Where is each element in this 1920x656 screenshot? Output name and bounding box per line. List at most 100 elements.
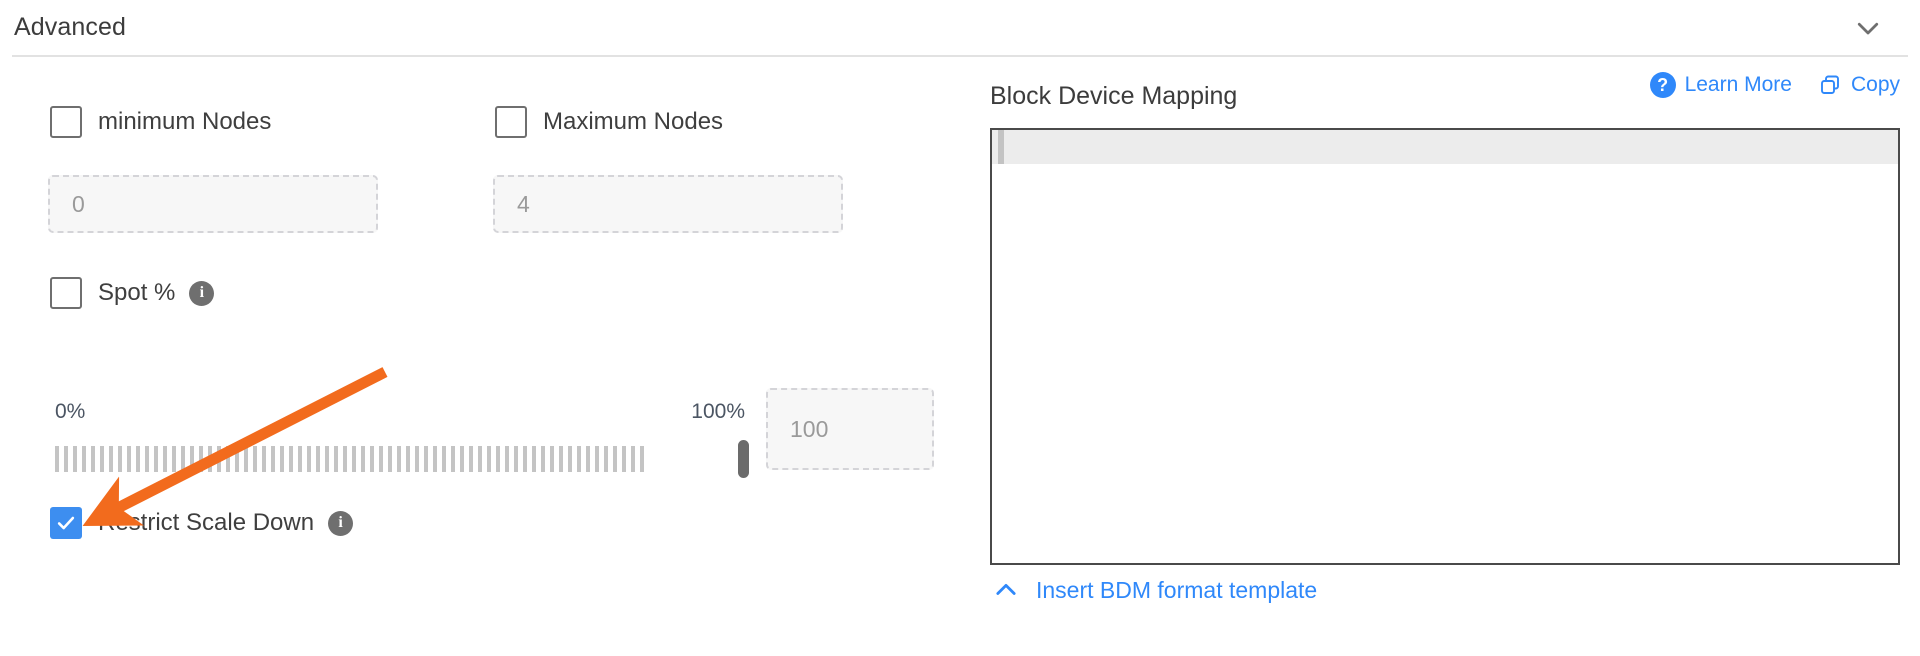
slider-tick xyxy=(316,446,320,472)
restrict-scale-down-checkbox[interactable] xyxy=(50,507,82,539)
spot-percent-checkbox[interactable] xyxy=(50,277,82,309)
spot-percent-slider[interactable] xyxy=(55,440,749,478)
slider-tick xyxy=(109,446,113,472)
bdm-header-actions: ? Learn More Copy xyxy=(1649,72,1900,98)
slider-tick xyxy=(442,446,446,472)
slider-tick xyxy=(352,446,356,472)
slider-tick xyxy=(343,446,347,472)
minimum-nodes-label: minimum Nodes xyxy=(98,108,272,135)
slider-tick xyxy=(622,446,626,472)
slider-tick xyxy=(334,446,338,472)
slider-tick xyxy=(235,446,239,472)
spot-percent-row: Spot % i xyxy=(50,277,215,309)
slider-tick xyxy=(550,446,554,472)
slider-tick xyxy=(541,446,545,472)
spot-percent-info-icon[interactable]: i xyxy=(189,280,215,306)
slider-tick xyxy=(82,446,86,472)
editor-gutter-marker xyxy=(998,130,1004,164)
minimum-nodes-input-value: 0 xyxy=(72,190,85,217)
slider-tick xyxy=(181,446,185,472)
slider-tick xyxy=(406,446,410,472)
slider-tick xyxy=(532,446,536,472)
slider-tick xyxy=(595,446,599,472)
slider-tick xyxy=(370,446,374,472)
learn-more-label: Learn More xyxy=(1684,73,1792,96)
slider-tick xyxy=(577,446,581,472)
slider-tick xyxy=(127,446,131,472)
slider-tick xyxy=(145,446,149,472)
insert-bdm-template-link[interactable]: Insert BDM format template xyxy=(992,576,1317,604)
slider-tick xyxy=(496,446,500,472)
block-device-mapping-panel: Block Device Mapping ? Learn More Copy xyxy=(990,70,1920,603)
chevron-down-icon xyxy=(1857,22,1879,35)
slider-tick xyxy=(325,446,329,472)
slider-thumb[interactable] xyxy=(738,440,749,478)
bdm-title: Block Device Mapping xyxy=(990,81,1238,110)
slider-tick xyxy=(226,446,230,472)
slider-range-labels: 0% 100% xyxy=(55,400,745,430)
slider-tick xyxy=(298,446,302,472)
slider-tick xyxy=(163,446,167,472)
maximum-nodes-checkbox[interactable] xyxy=(495,106,527,138)
slider-tick xyxy=(118,446,122,472)
slider-tick xyxy=(100,446,104,472)
editor-content[interactable] xyxy=(992,164,1898,563)
slider-tick xyxy=(460,446,464,472)
copy-icon xyxy=(1821,75,1839,94)
slider-tick xyxy=(631,446,635,472)
spot-percent-value-input[interactable]: 100 xyxy=(766,388,934,470)
maximum-nodes-input-value: 4 xyxy=(517,190,530,217)
slider-tick xyxy=(55,446,59,472)
chevron-up-icon xyxy=(996,583,1016,595)
question-circle-icon: ? xyxy=(1649,72,1676,98)
slider-tick xyxy=(289,446,293,472)
spot-percent-label: Spot % xyxy=(98,279,176,306)
restrict-scale-down-row: Restrict Scale Down i xyxy=(50,507,354,539)
slider-tick xyxy=(271,446,275,472)
bdm-code-editor[interactable] xyxy=(990,128,1900,565)
page-title: Advanced xyxy=(14,13,126,41)
slider-max-label: 100% xyxy=(691,400,745,423)
slider-min-label: 0% xyxy=(55,400,86,423)
slider-tick xyxy=(136,446,140,472)
learn-more-link[interactable]: ? Learn More xyxy=(1649,72,1792,98)
slider-tick xyxy=(487,446,491,472)
slider-tick xyxy=(478,446,482,472)
slider-tick xyxy=(217,446,221,472)
slider-tick xyxy=(379,446,383,472)
slider-tick xyxy=(73,446,77,472)
slider-tick xyxy=(199,446,203,472)
slider-tick xyxy=(190,446,194,472)
slider-tick xyxy=(172,446,176,472)
left-settings-column: minimum Nodes 0 Maximum Nodes 4 Spot % i… xyxy=(0,70,960,656)
slider-tick xyxy=(433,446,437,472)
slider-tick xyxy=(469,446,473,472)
editor-caret xyxy=(1010,134,1012,160)
slider-tick xyxy=(397,446,401,472)
copy-button[interactable]: Copy xyxy=(1818,73,1900,97)
bdm-header: Block Device Mapping ? Learn More Copy xyxy=(990,70,1920,122)
slider-tick xyxy=(154,446,158,472)
collapse-section-button[interactable] xyxy=(1848,8,1888,48)
maximum-nodes-input[interactable]: 4 xyxy=(493,175,843,233)
slider-tick xyxy=(604,446,608,472)
slider-tick xyxy=(253,446,257,472)
slider-tick xyxy=(451,446,455,472)
slider-tick xyxy=(505,446,509,472)
slider-tick xyxy=(424,446,428,472)
spot-percent-slider-group: 0% 100% xyxy=(55,400,755,478)
slider-tick xyxy=(613,446,617,472)
slider-tick xyxy=(262,446,266,472)
restrict-scale-down-info-icon[interactable]: i xyxy=(328,510,354,536)
maximum-nodes-row: Maximum Nodes xyxy=(495,106,723,138)
insert-bdm-template-label: Insert BDM format template xyxy=(1036,576,1318,603)
slider-tick xyxy=(415,446,419,472)
header-divider xyxy=(12,55,1908,57)
slider-tick xyxy=(244,446,248,472)
spot-percent-value: 100 xyxy=(790,415,829,442)
minimum-nodes-checkbox[interactable] xyxy=(50,106,82,138)
slider-tick xyxy=(640,446,644,472)
minimum-nodes-input[interactable]: 0 xyxy=(48,175,378,233)
slider-tick xyxy=(586,446,590,472)
